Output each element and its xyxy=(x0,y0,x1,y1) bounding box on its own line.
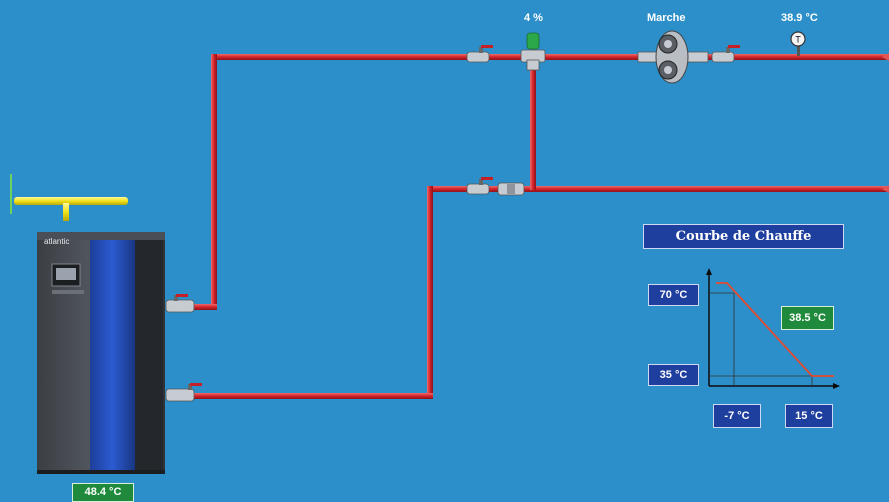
heating-curve-title: Courbe de Chauffe xyxy=(643,224,844,249)
heating-curve-graph xyxy=(706,268,840,389)
supply-pipe xyxy=(168,54,889,310)
gas-pipe xyxy=(10,174,128,221)
circulation-pump-icon xyxy=(637,30,709,84)
curve-x-low-label: -7 °C xyxy=(713,404,761,428)
return-pipe xyxy=(168,186,889,399)
boiler-supply-valve-icon xyxy=(165,294,195,313)
flow-temperature-label: 38.9 °C xyxy=(781,12,818,24)
boiler-brand-label: atlantic xyxy=(44,237,70,246)
curve-y-high-label: 70 °C xyxy=(648,284,699,306)
mixing-valve-icon xyxy=(520,32,546,71)
curve-x-high-label: 15 °C xyxy=(785,404,833,428)
bypass-pipe xyxy=(530,58,536,190)
supply-isolation-valve-icon xyxy=(466,45,493,63)
check-valve-icon xyxy=(497,182,525,196)
curve-setpoint-value: 38.5 °C xyxy=(781,306,834,330)
boiler-return-valve-icon xyxy=(165,383,202,402)
return-inlet-arrow xyxy=(882,185,889,193)
return-isolation-valve-icon xyxy=(466,177,493,195)
svg-text:T: T xyxy=(795,35,801,45)
supply-outlet-arrow xyxy=(882,53,889,61)
valve-opening-label: 4 % xyxy=(524,12,543,24)
pump-status-label: Marche xyxy=(647,12,686,24)
pump-outlet-valve-icon xyxy=(711,45,740,63)
curve-y-low-label: 35 °C xyxy=(648,364,699,386)
thermometer-icon: T xyxy=(790,31,806,56)
boiler xyxy=(37,232,165,474)
boiler-temperature-value: 48.4 °C xyxy=(72,483,134,502)
